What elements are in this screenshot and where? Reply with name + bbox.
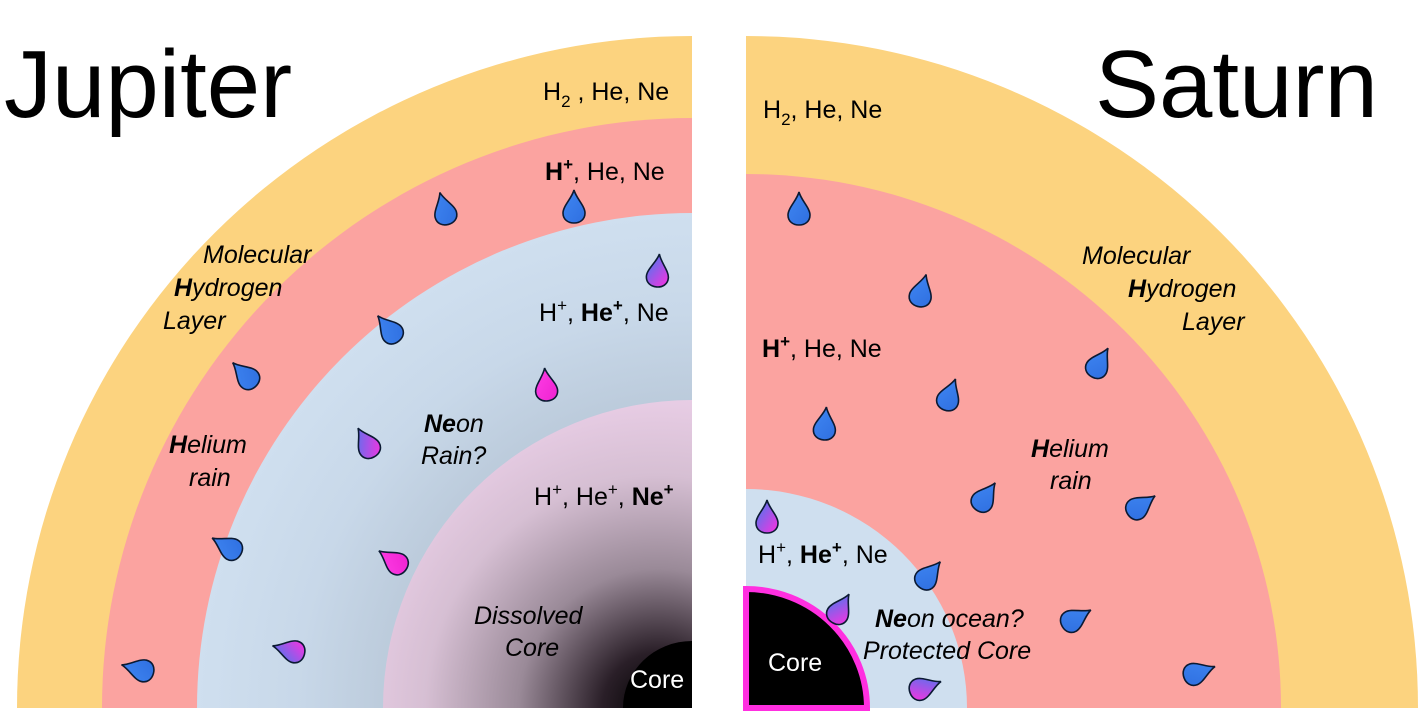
jupiter-molecular-caption-line3: Layer xyxy=(163,307,227,335)
saturn-helium-caption-line1: Helium xyxy=(1031,435,1109,463)
saturn-molecular-formula: H2, He, Ne xyxy=(763,96,882,129)
jupiter-metallic-formula: H+, He, Ne xyxy=(545,155,665,186)
jupiter-dissolved-core xyxy=(383,400,692,708)
saturn-helium-caption-line2: rain xyxy=(1050,467,1092,495)
saturn-neon-caption-line1: Neon ocean? xyxy=(875,605,1024,633)
jupiter-neon-caption-line1: Neon xyxy=(424,410,484,438)
saturn-molecular-caption-line3: Layer xyxy=(1182,308,1246,336)
saturn-cutaway xyxy=(743,36,1418,711)
jupiter-dissolved-caption-line1: Dissolved xyxy=(474,602,583,630)
jupiter-dissolved-caption-line2: Core xyxy=(505,634,559,662)
jupiter-title: Jupiter xyxy=(4,31,292,138)
jupiter-helium-caption-line2: rain xyxy=(189,464,231,492)
saturn-molecular-caption-line1: Molecular xyxy=(1082,242,1192,270)
saturn-title: Saturn xyxy=(1095,31,1378,138)
jupiter-molecular-caption-line2: Hydrogen xyxy=(174,274,282,302)
jupiter-core-label: Core xyxy=(630,666,684,694)
jupiter-neon-caption-line2: Rain? xyxy=(421,442,486,470)
jupiter-molecular-formula: H2 , He, Ne xyxy=(543,78,669,111)
saturn-core xyxy=(743,585,871,711)
jupiter-neon-formula: H+, He+, Ne xyxy=(539,296,669,327)
jupiter-cutaway xyxy=(17,36,692,708)
saturn-neon-formula: H+, He+, Ne xyxy=(758,538,888,569)
saturn-neon-caption-line2: Protected Core xyxy=(863,637,1031,665)
jupiter-core xyxy=(623,641,692,708)
saturn-metallic-formula: H+, He, Ne xyxy=(762,332,882,363)
jupiter-dissolved-formula: H+, He+, Ne+ xyxy=(534,480,674,511)
saturn-core-label: Core xyxy=(768,649,822,677)
jupiter-molecular-caption-line1: Molecular xyxy=(203,241,313,269)
jupiter-helium-caption-line1: Helium xyxy=(169,431,247,459)
saturn-molecular-caption-line2: Hydrogen xyxy=(1128,275,1236,303)
